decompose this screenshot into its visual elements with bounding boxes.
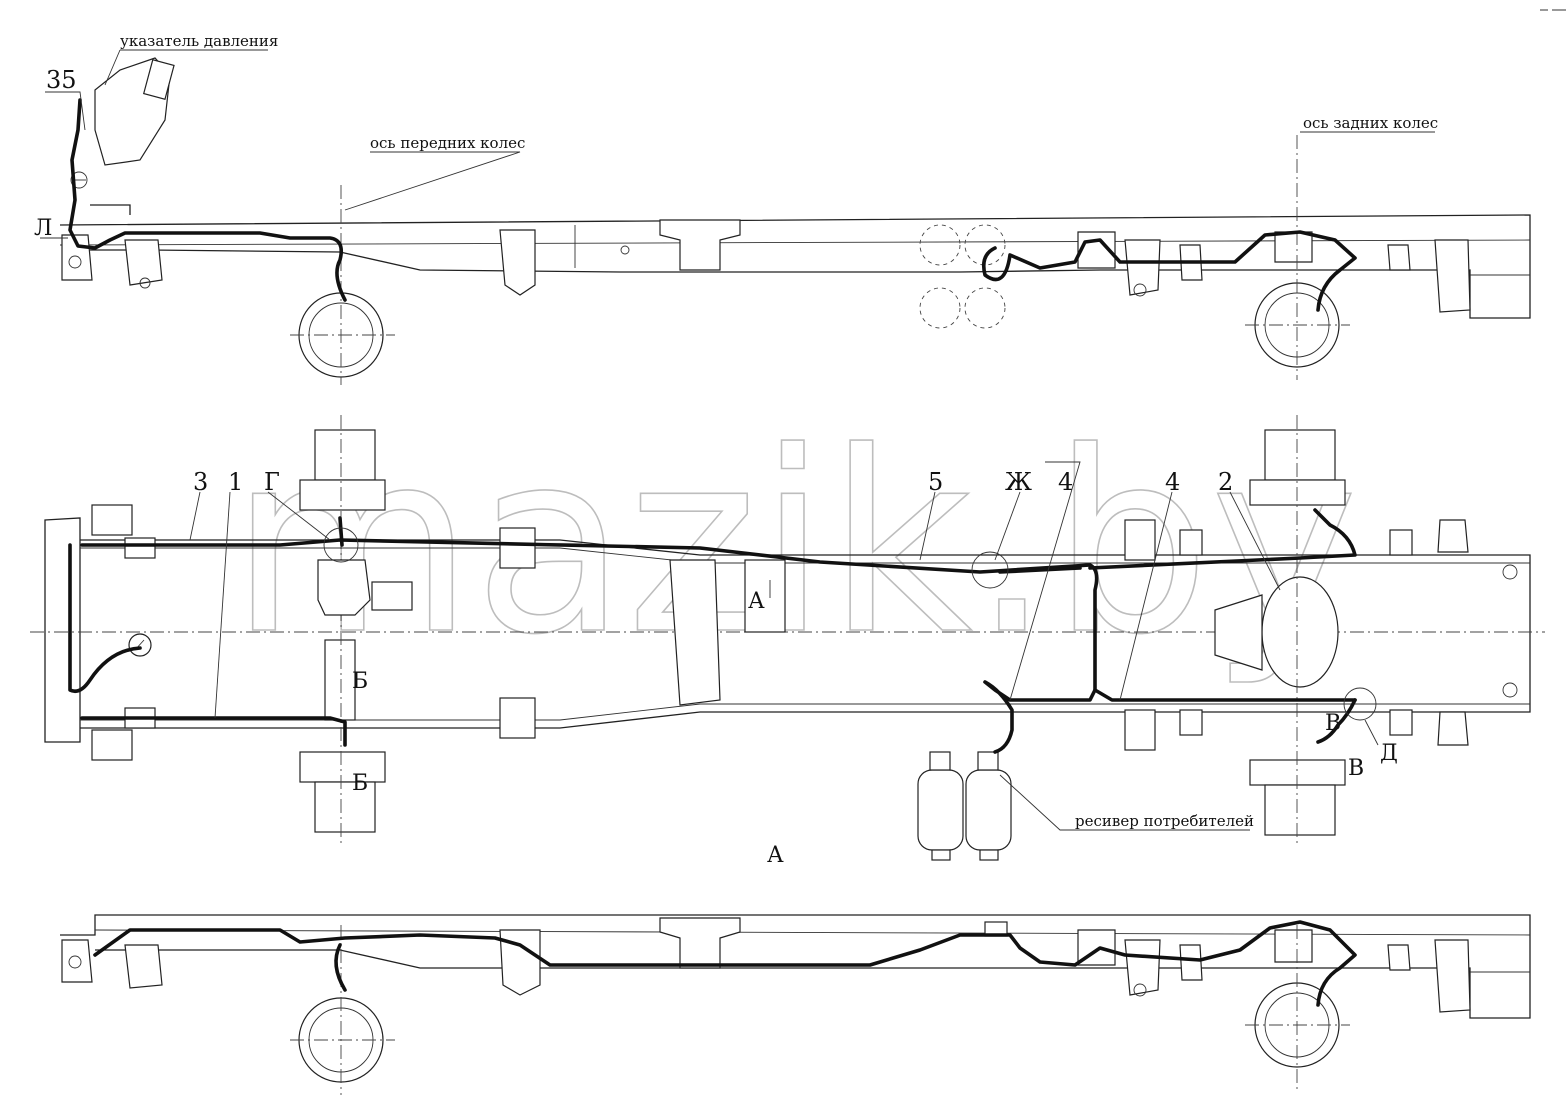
label-mark-g: Г bbox=[264, 468, 280, 496]
label-pos-4a: 4 bbox=[1058, 468, 1073, 496]
label-pos-35: 35 bbox=[46, 66, 77, 94]
label-mark-d: Д bbox=[1380, 741, 1398, 766]
label-mark-l: Л bbox=[34, 216, 52, 241]
label-pos-1: 1 bbox=[228, 468, 243, 496]
label-mark-b2: Б bbox=[352, 771, 368, 796]
label-rear-axle: ось задних колес bbox=[1303, 114, 1438, 132]
wheel-icon bbox=[1245, 282, 1350, 368]
wheel-icon bbox=[290, 997, 395, 1083]
consumer-receiver-icon bbox=[917, 751, 1012, 861]
wheel-icon bbox=[290, 292, 395, 378]
label-mark-zh: Ж bbox=[1005, 468, 1032, 496]
side-view-bottom bbox=[60, 914, 1531, 1095]
label-pos-4b: 4 bbox=[1165, 468, 1180, 496]
label-pos-3: 3 bbox=[193, 468, 208, 496]
label-consumer-receiver: ресивер потребителей bbox=[1075, 812, 1254, 830]
label-pos-2: 2 bbox=[1218, 468, 1233, 496]
wheel-icon bbox=[1245, 982, 1350, 1068]
label-view-a-arrow: А bbox=[748, 589, 765, 614]
label-mark-v2: В bbox=[1348, 756, 1364, 781]
label-pos-5: 5 bbox=[928, 468, 943, 496]
plan-view-middle: 3 1 Г 5 Ж 4 4 2 Б Б В В Д А ресивер потр… bbox=[30, 415, 1545, 868]
side-view-top: указатель давления 35 ось передних колес… bbox=[34, 32, 1531, 385]
label-front-axle: ось передних колес bbox=[370, 134, 525, 152]
label-view-a: А bbox=[767, 843, 784, 868]
pressure-gauge-icon bbox=[70, 171, 88, 189]
label-pressure-gauge: указатель давления bbox=[120, 32, 278, 50]
label-mark-v1: В bbox=[1325, 711, 1341, 736]
label-mark-b1: Б bbox=[352, 669, 368, 694]
